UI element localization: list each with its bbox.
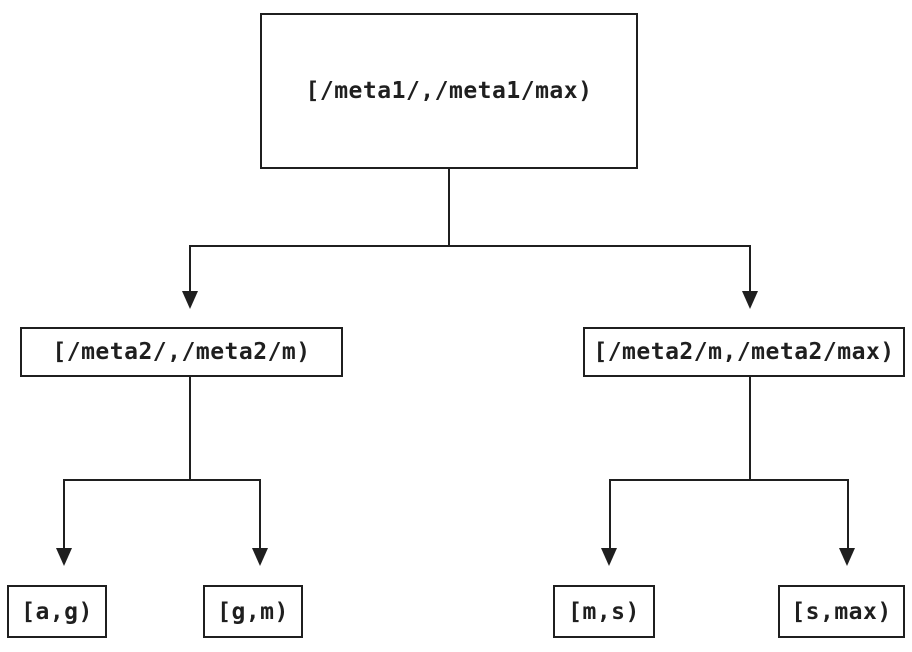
arrow-down-icon	[839, 548, 855, 566]
node-leaf-g-m: [g,m)	[203, 585, 303, 638]
arrow-down-icon	[56, 548, 72, 566]
node-leaf-s-max-label: [s,max)	[791, 598, 892, 625]
node-meta2-right: [/meta2/m,/meta2/max)	[583, 327, 905, 377]
node-meta2-right-label: [/meta2/m,/meta2/max)	[593, 339, 895, 365]
node-meta2-left: [/meta2/,/meta2/m)	[20, 327, 343, 377]
node-meta2-left-label: [/meta2/,/meta2/m)	[52, 339, 311, 365]
edge-leaf1-drop	[63, 479, 65, 548]
node-root: [/meta1/,/meta1/max)	[260, 13, 638, 169]
node-leaf-g-m-label: [g,m)	[217, 598, 289, 625]
node-leaf-s-max: [s,max)	[778, 585, 905, 638]
edge-right-subtree-crossbar	[609, 479, 849, 481]
edge-right-branch-drop	[749, 245, 751, 291]
edge-leaf3-drop	[609, 479, 611, 548]
edge-left-subtree-stem	[189, 377, 191, 481]
edge-level1-crossbar	[189, 245, 751, 247]
node-leaf-m-s: [m,s)	[553, 585, 655, 638]
edge-leaf2-drop	[259, 479, 261, 548]
edge-root-stem	[448, 169, 450, 247]
node-leaf-m-s-label: [m,s)	[568, 598, 640, 625]
node-root-label: [/meta1/,/meta1/max)	[305, 78, 593, 104]
edge-leaf4-drop	[847, 479, 849, 548]
arrow-down-icon	[601, 548, 617, 566]
edge-right-subtree-stem	[749, 377, 751, 481]
edge-left-branch-drop	[189, 245, 191, 291]
arrow-down-icon	[252, 548, 268, 566]
arrow-down-icon	[742, 291, 758, 309]
edge-left-subtree-crossbar	[63, 479, 261, 481]
node-leaf-a-g-label: [a,g)	[21, 598, 93, 625]
arrow-down-icon	[182, 291, 198, 309]
node-leaf-a-g: [a,g)	[7, 585, 107, 638]
